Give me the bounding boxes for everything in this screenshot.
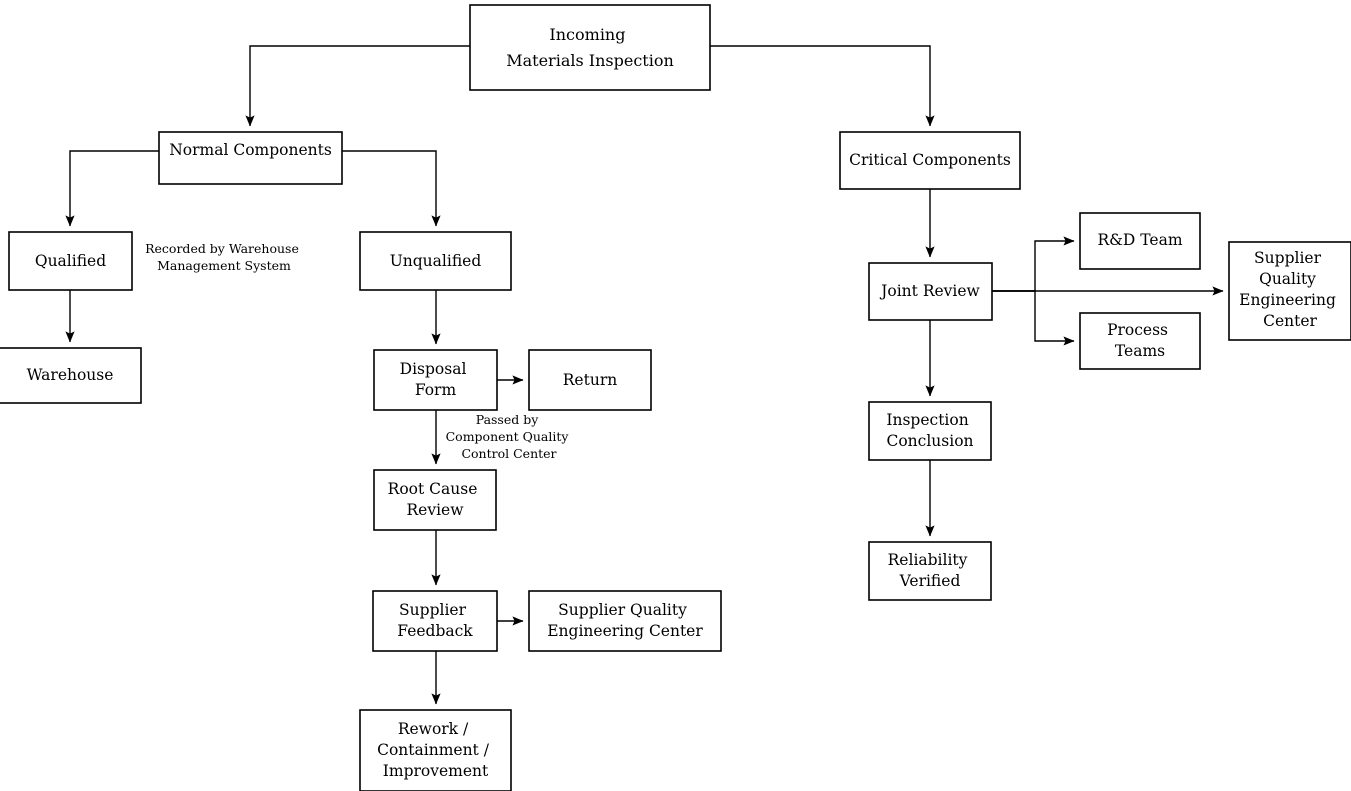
node-text: Disposal Form [400, 360, 472, 399]
node-box [372, 590, 498, 652]
node-box [528, 349, 652, 411]
node-qualified[interactable]: Qualified [8, 231, 133, 291]
node-process-teams[interactable]: Process Teams [1079, 312, 1201, 370]
edge-normal-components-to-qualified [65, 150, 159, 227]
edge-joint-review-to-process-teams [992, 290, 1075, 346]
node-box [158, 131, 343, 185]
node-incoming-materials-inspection[interactable]: Incoming Materials Inspection [469, 4, 711, 91]
edge-label-recorded-by-warehouse-management-system: Recorded by Warehouse Management System [145, 241, 303, 273]
node-text: Critical Components [849, 151, 1011, 169]
node-warehouse[interactable]: Warehouse [0, 347, 142, 404]
node-box [868, 262, 993, 321]
node-text: Supplier Quality Engineering Center [547, 601, 703, 640]
node-box [868, 541, 992, 601]
node-reliability-verified[interactable]: Reliability Verified [868, 541, 992, 601]
node-text: Supplier Feedback [397, 601, 473, 640]
node-box [359, 231, 512, 291]
node-box [528, 590, 722, 652]
node-text: Qualified [35, 252, 106, 270]
node-unqualified[interactable]: Unqualified [359, 231, 512, 291]
node-text: Return [563, 371, 617, 389]
node-box [373, 349, 498, 411]
node-supplier-quality-engineering-center-left[interactable]: Supplier Quality Engineering Center [528, 590, 722, 652]
edge-label-layer: Recorded by Warehouse Management System … [145, 241, 573, 461]
node-text: Rework / Containment / Improvement [377, 720, 494, 780]
node-box [373, 469, 497, 531]
node-text: Inspection Conclusion [886, 411, 973, 450]
node-root-cause-review[interactable]: Root Cause Review [373, 469, 497, 531]
node-box [839, 131, 1021, 190]
node-box [868, 401, 992, 461]
node-box [1079, 312, 1201, 370]
node-text: Unqualified [390, 252, 482, 270]
edge-incoming-to-normal-components [245, 45, 470, 127]
node-text: Reliability Verified [888, 551, 973, 590]
node-supplier-feedback[interactable]: Supplier Feedback [372, 590, 498, 652]
edge-normal-components-to-unqualified [342, 150, 441, 227]
edge-label-passed-by-component-quality-control-center: Passed by Component Quality Control Cent… [446, 412, 573, 461]
node-critical-components[interactable]: Critical Components [839, 131, 1021, 190]
node-box [1228, 241, 1351, 341]
node-normal-components[interactable]: Normal Components [158, 131, 343, 185]
node-box [0, 347, 142, 404]
node-text: Root Cause Review [388, 480, 483, 519]
node-text: Normal Components [169, 141, 332, 159]
edge-joint-review-to-rd-team [992, 236, 1075, 292]
node-rework-containment-improvement[interactable]: Rework / Containment / Improvement [359, 709, 512, 791]
node-text: Joint Review [879, 282, 980, 300]
node-box [8, 231, 133, 291]
node-text: R&D Team [1097, 231, 1182, 249]
node-text: Process Teams [1107, 321, 1173, 360]
node-layer: Incoming Materials Inspection Normal Com… [0, 4, 1351, 791]
node-text: Warehouse [27, 366, 114, 384]
node-box [469, 4, 711, 91]
node-joint-review[interactable]: Joint Review [868, 262, 993, 321]
node-text: Supplier Quality Engineering Center [1239, 249, 1341, 330]
edge-layer [65, 45, 1224, 705]
node-return[interactable]: Return [528, 349, 652, 411]
node-supplier-quality-engineering-center-right[interactable]: Supplier Quality Engineering Center [1228, 241, 1351, 341]
edge-incoming-to-critical-components [710, 45, 935, 127]
node-rd-team[interactable]: R&D Team [1079, 212, 1201, 270]
node-disposal-form[interactable]: Disposal Form [373, 349, 498, 411]
node-box [359, 709, 512, 791]
node-inspection-conclusion[interactable]: Inspection Conclusion [868, 401, 992, 461]
node-box [1079, 212, 1201, 270]
node-text: Incoming Materials Inspection [506, 25, 674, 70]
